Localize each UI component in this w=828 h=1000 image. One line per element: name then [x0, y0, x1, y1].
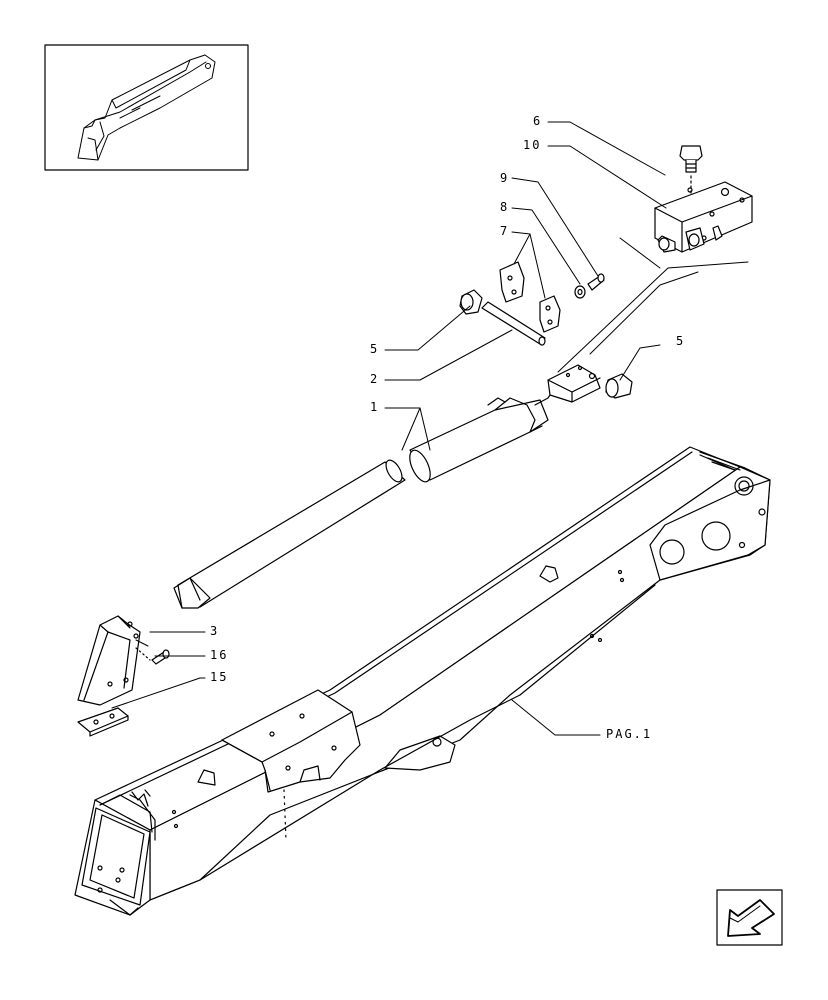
plate-lower: [539, 295, 561, 333]
callout-labels: 6 10 9 8 7 5 5 2 1 3 16 15 PAG.1: [210, 114, 685, 741]
boom-assembly: [74, 446, 771, 916]
bracket: [77, 615, 141, 706]
back-navigation-button[interactable]: [716, 889, 783, 946]
callout-6: 6: [533, 114, 542, 128]
callout-9: 9: [500, 171, 509, 185]
bushing-right: [605, 373, 633, 399]
callout-1: 1: [370, 400, 379, 414]
callout-leaders: [111, 121, 749, 736]
pin: [481, 301, 546, 346]
callout-5-right: 5: [676, 334, 685, 348]
callout-5-left: 5: [370, 342, 379, 356]
callout-10: 10: [523, 138, 541, 152]
hydraulic-cylinder: [173, 364, 601, 609]
screw-9: [587, 273, 605, 291]
back-arrow-icon: [727, 899, 775, 937]
callout-3: 3: [210, 624, 219, 638]
callout-8: 8: [500, 200, 509, 214]
shim-plate: [77, 707, 129, 737]
washer: [574, 285, 586, 299]
plate-upper: [499, 261, 525, 303]
callout-page-ref: PAG.1: [606, 727, 652, 741]
bushing-left: [459, 289, 483, 315]
valve-block: [654, 181, 753, 253]
boom-overview-icon: [77, 54, 216, 161]
callout-7: 7: [500, 224, 509, 238]
callout-2: 2: [370, 372, 379, 386]
bolt-6: [679, 145, 703, 197]
overview-thumbnail: [44, 44, 249, 171]
callout-15: 15: [210, 670, 228, 684]
callout-16: 16: [210, 648, 228, 662]
